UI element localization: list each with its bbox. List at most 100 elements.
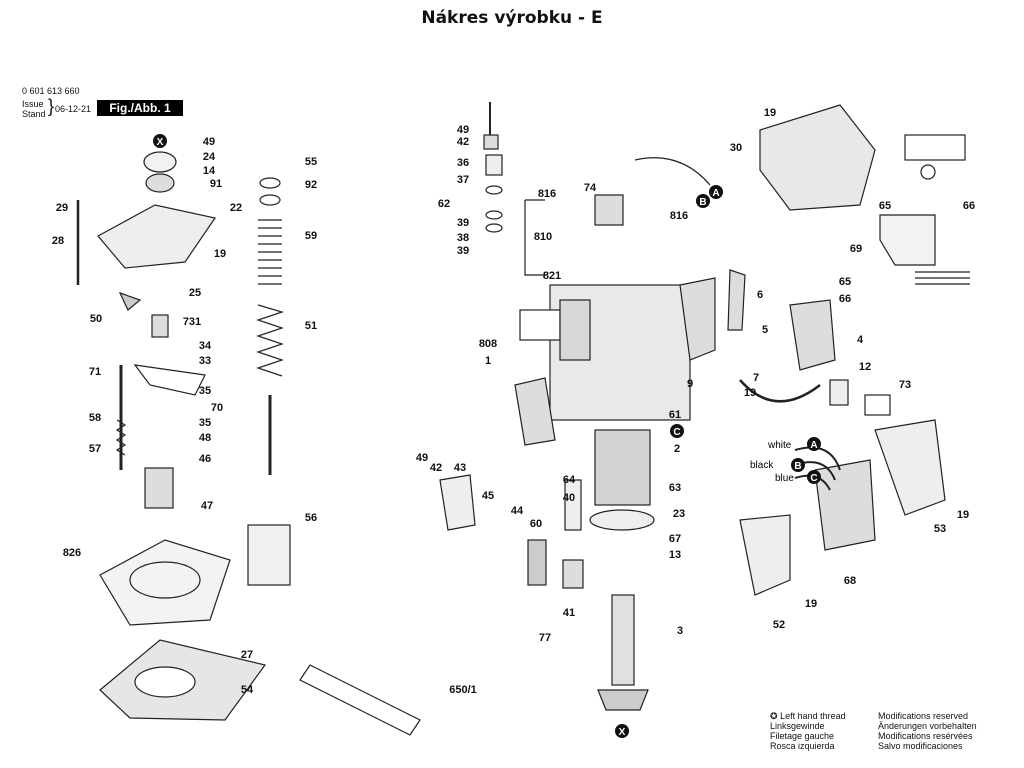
wire-label-blue: blue	[775, 473, 794, 484]
part-callout: 53	[934, 523, 946, 535]
legend-mods-de: Änderungen vorbehalten	[878, 721, 977, 731]
lever-33	[133, 364, 206, 396]
part-callout: 19	[764, 107, 776, 119]
base-plate	[99, 539, 231, 626]
cable-loop	[739, 379, 821, 403]
part-callout: 46	[199, 453, 211, 465]
grip-53	[874, 419, 946, 516]
part-callout: 24	[203, 151, 216, 163]
sub-base-hole	[134, 666, 196, 698]
grip-52	[739, 514, 791, 596]
circled-marker: B	[791, 458, 805, 472]
bracket-816	[524, 199, 545, 276]
part-731	[151, 314, 169, 338]
part-callout: 56	[305, 512, 317, 524]
part-callout: 19	[214, 248, 226, 260]
part-callout: 62	[438, 198, 450, 210]
wire-label-white: white	[767, 440, 792, 451]
part-callout: 64	[563, 474, 576, 486]
wing-nut-50	[118, 291, 142, 311]
wire-label-black: black	[750, 460, 774, 471]
base-hole	[129, 561, 201, 599]
wire-white	[794, 446, 841, 471]
part-callout: 92	[305, 179, 317, 191]
brush-holder	[594, 194, 624, 226]
part-callout: 650/1	[449, 684, 477, 696]
issue-label: Issue	[22, 99, 44, 109]
part-callout: 41	[563, 607, 575, 619]
figure-label: Fig./Abb. 1	[97, 100, 183, 116]
part-callout: 19	[957, 509, 969, 521]
part-callout: 47	[201, 500, 213, 512]
nut-42	[483, 134, 499, 150]
part-callout: 25	[189, 287, 201, 299]
part-callout: 4	[857, 334, 864, 346]
modifications-legend: Modifications reserved Änderungen vorbeh…	[878, 711, 977, 751]
part-callout: 808	[479, 338, 497, 350]
armature-3	[611, 594, 635, 686]
part-callout: 7	[753, 372, 759, 384]
circled-marker: A	[709, 185, 723, 199]
part-callout: 66	[839, 293, 851, 305]
part-callout: 60	[530, 518, 542, 530]
part-callout: 52	[773, 619, 785, 631]
part-callout: 36	[457, 157, 469, 169]
spring-51	[256, 304, 285, 377]
part-callout: 43	[454, 462, 466, 474]
chip-guard-56	[247, 524, 291, 586]
part-callout: 6	[757, 289, 763, 301]
legend-mods-en: Modifications reserved	[878, 711, 969, 721]
circled-marker: X	[615, 724, 629, 738]
legend-mods-fr: Modifications resérvées	[878, 731, 973, 741]
svg-text:C: C	[810, 473, 817, 484]
legend-thread-de: Linksgewinde	[770, 721, 825, 731]
bellows-59	[258, 219, 282, 285]
switch-4	[789, 299, 836, 371]
part-callout: 3	[677, 625, 683, 637]
part-callout: 42	[430, 462, 442, 474]
part-callout: 27	[241, 649, 253, 661]
part-callout: 74	[584, 182, 597, 194]
part-number: 0 601 613 660	[22, 86, 80, 96]
svg-text:B: B	[794, 461, 801, 472]
part-callout: 44	[511, 505, 524, 517]
schematic-wires	[915, 271, 970, 285]
handle-right	[679, 277, 716, 361]
washer-38	[485, 223, 503, 233]
part-callout: 49	[203, 136, 215, 148]
handle-left	[514, 377, 556, 446]
part-callout: 34	[199, 340, 212, 352]
circled-marker: B	[696, 194, 710, 208]
part-callout: 19	[805, 598, 817, 610]
legend-thread-es: Rosca izquierda	[770, 741, 835, 751]
part-callout: 42	[457, 136, 469, 148]
lever-43	[439, 474, 476, 531]
handle-68	[814, 459, 876, 551]
part-callout: 731	[183, 316, 201, 328]
part-callout: 57	[89, 443, 101, 455]
part-callout: 54	[241, 684, 254, 696]
page-title: Nákres výrobku - E	[421, 8, 603, 28]
part-callout: 48	[199, 432, 211, 444]
part-callout: 49	[416, 452, 428, 464]
ring-92	[259, 194, 281, 206]
spring-57	[115, 419, 127, 456]
motor-symbol	[920, 164, 936, 180]
circled-marker: C	[807, 470, 821, 484]
legend-thread-fr: Filetage gauche	[770, 731, 835, 741]
part-callout: 66	[963, 200, 975, 212]
part-callout: 69	[850, 243, 862, 255]
part-callout: 5	[762, 324, 768, 336]
lock-60	[527, 539, 547, 586]
part-callout: 61	[669, 409, 681, 421]
part-callout: 12	[859, 361, 871, 373]
svg-text:A: A	[712, 188, 719, 199]
switch-65	[879, 214, 936, 266]
circled-marker: C	[670, 424, 684, 438]
svg-text:X: X	[157, 137, 164, 148]
part-callout: 39	[457, 245, 469, 257]
schematic-box	[904, 134, 966, 161]
part-callout: 35	[199, 385, 211, 397]
svg-text:X: X	[619, 727, 626, 738]
